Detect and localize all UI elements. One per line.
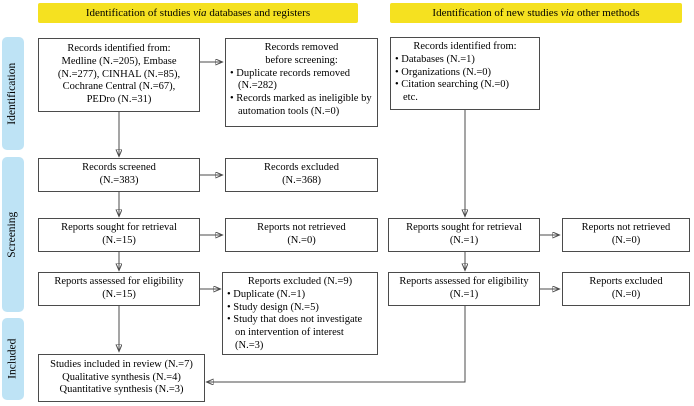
- box-records-removed: Records removed before screening: • Dupl…: [225, 38, 378, 127]
- text-line: (N.=1): [449, 289, 479, 300]
- text-line: etc.: [403, 92, 418, 104]
- box-reports-excluded-other: Reports excluded (N.=0): [562, 272, 690, 306]
- text-line: (N.=1): [449, 235, 479, 246]
- bullet-item: • Citation searching (N.=0): [395, 79, 509, 91]
- box-reports-assessed-databases: Reports assessed for eligibility (N.=15): [38, 272, 200, 306]
- text-line: (N.=368): [282, 175, 321, 186]
- bullet-item: • Study design (N.=5): [227, 301, 319, 313]
- bullet-item: • Duplicate records removed (N.=282): [230, 67, 351, 92]
- box-reports-excluded-databases: Reports excluded (N.=9) • Duplicate (N.=…: [222, 272, 378, 355]
- box-reports-sought-databases: Reports sought for retrieval (N.=15): [38, 218, 200, 252]
- stage-label: Identification: [6, 62, 19, 125]
- box-reports-not-retrieved-other: Reports not retrieved (N.=0): [562, 218, 690, 252]
- text-line: before screening:: [265, 54, 338, 66]
- bullet-item: • Databases (N.=1): [395, 53, 475, 65]
- box-reports-sought-other: Reports sought for retrieval (N.=1): [388, 218, 540, 252]
- text-line: (N.=277), CINHAL (N.=85),: [57, 68, 181, 80]
- box-reports-assessed-other: Reports assessed for eligibility (N.=1): [388, 272, 540, 306]
- text-line: Quantitative synthesis (N.=3): [59, 384, 184, 396]
- text-line: Records removed: [264, 42, 339, 53]
- text-line: (N.=15): [102, 289, 136, 300]
- text-line: Qualitative synthesis (N.=4): [62, 371, 181, 383]
- box-records-screened: Records screened (N.=383): [38, 158, 200, 192]
- text-line: Reports not retrieved: [581, 222, 671, 234]
- text-line: Reports assessed for eligibility: [399, 276, 529, 288]
- stage-included: Included: [2, 318, 24, 400]
- text-line: Reports excluded: [589, 276, 663, 288]
- text-line: Medline (N.=205), Embase: [61, 55, 177, 67]
- text-line: Reports excluded (N.=9): [247, 276, 353, 287]
- bullet-item: • Records marked as ineligible by automa…: [230, 93, 372, 117]
- header-text: Identification of new studies via other …: [432, 6, 640, 19]
- header-other-methods: Identification of new studies via other …: [390, 3, 682, 23]
- box-reports-not-retrieved-databases: Reports not retrieved (N.=0): [225, 218, 378, 252]
- text-line: Cochrane Central (N.=67),: [62, 81, 176, 93]
- text-line: Studies included in review (N.=7): [50, 358, 193, 370]
- box-records-identified-databases: Records identified from: Medline (N.=205…: [38, 38, 200, 112]
- box-records-identified-other: Records identified from: • Databases (N.…: [390, 37, 540, 110]
- text-line: Records screened: [82, 162, 156, 174]
- text-line: PEDro (N.=31): [86, 94, 152, 106]
- text-line: (N.=0): [611, 289, 641, 300]
- text-line: (N.=383): [99, 175, 139, 186]
- text-line: Records excluded: [264, 162, 339, 174]
- text-line: (N.=0): [287, 235, 316, 246]
- text-line: Reports assessed for eligibility: [54, 276, 184, 288]
- text-line: Reports not retrieved: [257, 222, 346, 234]
- text-line: Records identified from:: [413, 41, 517, 52]
- text-line: Reports sought for retrieval: [406, 222, 522, 234]
- bullet-item: • Study that does not investigate on int…: [227, 314, 363, 351]
- stage-screening: Screening: [2, 157, 24, 312]
- stage-label: Screening: [6, 211, 19, 258]
- bullet-item: • Organizations (N.=0): [395, 66, 492, 78]
- text-line: (N.=0): [611, 235, 641, 246]
- box-records-excluded: Records excluded (N.=368): [225, 158, 378, 192]
- box-studies-included: Studies included in review (N.=7) Qualit…: [38, 354, 205, 402]
- text-line: (N.=15): [102, 235, 136, 246]
- bullet-item: • Duplicate (N.=1): [227, 288, 306, 300]
- text-line: Records identified from:: [67, 43, 171, 54]
- stage-label: Included: [6, 338, 19, 380]
- stage-identification: Identification: [2, 37, 24, 150]
- text-line: Reports sought for retrieval: [61, 222, 177, 234]
- header-databases-registers: Identification of studies via databases …: [38, 3, 358, 23]
- header-text: Identification of studies via databases …: [85, 6, 311, 19]
